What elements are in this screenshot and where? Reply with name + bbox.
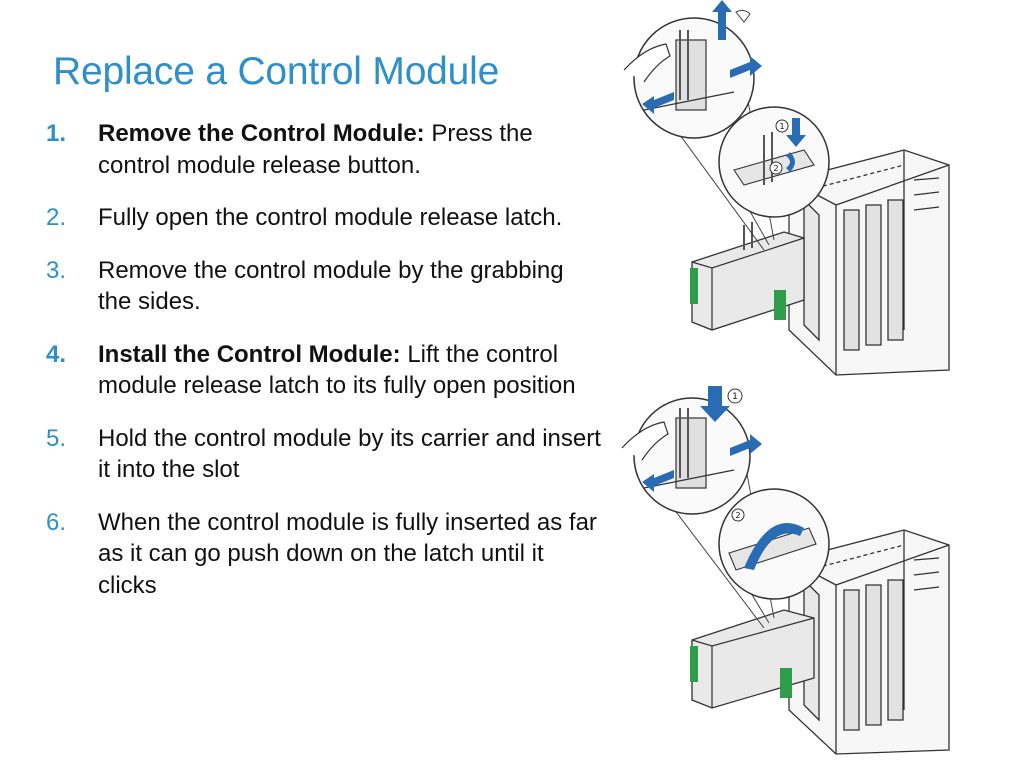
step-number: 6. (46, 508, 67, 536)
step-text: Install the Control Module: Lift the con… (98, 339, 601, 402)
step-item-4: 4. Install the Control Module: Lift the … (46, 339, 601, 402)
zoom-circle-bottom: 1 2 (718, 106, 830, 218)
step-text: Remove the control module by the grabbin… (98, 255, 601, 318)
hand-icon (621, 421, 669, 461)
step-text: Hold the control module by its carrier a… (98, 423, 601, 486)
callout-marker (769, 161, 783, 175)
step-item-6: 6. When the control module is fully inse… (46, 507, 601, 602)
arrow-down-icon (700, 386, 730, 422)
install-module (690, 609, 815, 709)
step-number: 4. (46, 340, 67, 368)
step-body: When the control module is fully inserte… (98, 508, 597, 599)
step-heading: Remove the Control Module: (98, 120, 425, 147)
step-text: Remove the Control Module: Press the con… (98, 118, 601, 181)
step-number: 2. (46, 204, 67, 231)
arrow-curved-icon (744, 523, 804, 570)
step-body: Remove the control module by the grabbin… (98, 256, 564, 316)
arrow-icon (642, 470, 674, 492)
callout-number: 2 (735, 511, 740, 520)
arrow-icon (642, 92, 674, 114)
step-heading: Install the Control Module: (98, 340, 401, 368)
status-led-icon (690, 268, 698, 304)
callout-marker (775, 119, 789, 133)
step-text: When the control module is fully inserte… (98, 507, 601, 602)
step-number: 5. (46, 424, 67, 452)
callout-marker (731, 508, 745, 522)
step-number: 1. (46, 120, 67, 147)
arrow-up-icon (712, 0, 732, 40)
arrow-icon (730, 434, 762, 456)
zoom-circle-top (623, 0, 762, 139)
install-diagram: 1 2 (621, 386, 950, 755)
zoom-circle-top: 1 (621, 386, 762, 515)
status-led-icon (690, 646, 698, 682)
step-body: Press the control module release button. (98, 120, 533, 179)
arrow-icon (786, 152, 795, 172)
arrow-down-icon (786, 118, 806, 147)
step-body: Hold the control module by its carrier a… (98, 424, 601, 484)
step-body: Fully open the control module release la… (98, 204, 563, 231)
status-led-icon (774, 290, 786, 320)
step-item-1: 1. Remove the Control Module: Press the … (46, 118, 601, 181)
callout-marker (727, 388, 743, 404)
slide-title: Replace a Control Module (53, 50, 500, 93)
status-led-icon (780, 668, 792, 698)
step-text: Fully open the control module release la… (98, 202, 601, 234)
step-number: 3. (46, 256, 67, 284)
enclosure (788, 149, 950, 376)
step-body: Lift the control module release latch to… (98, 340, 576, 400)
removal-module (690, 222, 805, 331)
step-item-2: 2. Fully open the control module release… (46, 202, 601, 234)
step-item-5: 5. Hold the control module by its carrie… (46, 423, 601, 486)
removal-diagram: 1 2 (623, 0, 950, 376)
step-item-3: 3. Remove the control module by the grab… (46, 255, 601, 318)
zoom-circle-bottom: 2 (718, 488, 830, 600)
hand-icon (623, 43, 671, 83)
instruction-steps: 1. Remove the Control Module: Press the … (46, 118, 601, 622)
arrow-icon (730, 56, 762, 78)
callout-number: 2 (773, 164, 778, 173)
callout-number: 1 (779, 122, 784, 131)
callout-number: 1 (732, 392, 738, 402)
